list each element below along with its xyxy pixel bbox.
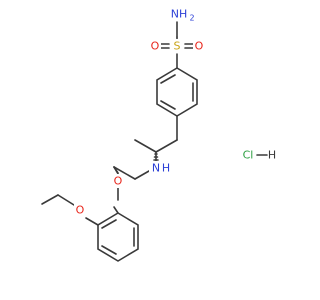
amine-nitrogen-label: N H xyxy=(149,161,170,175)
ethoxy-oxygen-label: O xyxy=(74,203,86,217)
atom-o1-text: O xyxy=(114,175,123,188)
atom-h-text: H xyxy=(268,149,276,162)
atom-o2-text: O xyxy=(76,204,85,217)
atom-o-right-text: O xyxy=(195,40,204,53)
bond-ch-methyl xyxy=(134,139,157,153)
ring-bottom-double-2 xyxy=(101,219,117,229)
bond-lines xyxy=(41,36,198,262)
atom-o-left-text: O xyxy=(151,40,160,53)
sulfonamide-nitrogen-label: NH 2 xyxy=(170,7,195,23)
bond-ch2-ch3 xyxy=(41,194,59,205)
atom-n-h-text: H xyxy=(162,162,170,175)
bond-ring-o2 xyxy=(85,217,99,226)
ring-top-double-1 xyxy=(160,74,176,84)
atom-nh-text: NH xyxy=(171,8,188,21)
sulfur-label: S xyxy=(171,39,183,53)
atom-labels: NH 2 S O O N H O xyxy=(74,7,276,217)
bond-n-ch2 xyxy=(134,170,150,180)
ether-oxygen-label: O xyxy=(112,174,124,188)
atom-cl-text: Cl xyxy=(243,149,254,162)
hydrochloride-label: Cl H xyxy=(243,149,277,162)
bond-o2-ch2 xyxy=(57,194,75,206)
atom-s-text: S xyxy=(174,40,181,53)
ring-top-double-3 xyxy=(160,100,176,110)
benzene-ring-bottom xyxy=(97,212,139,262)
bond-o-ring xyxy=(113,206,119,214)
atom-nh-subscript: 2 xyxy=(189,14,194,23)
benzene-ring-top xyxy=(156,67,198,117)
chemical-structure: NH 2 S O O N H O xyxy=(41,7,276,262)
atom-n-text: N xyxy=(152,162,160,175)
oxygen-left-label: O xyxy=(149,39,161,53)
bond-ch2-ch2 xyxy=(113,166,136,180)
ring-bottom-double-3 xyxy=(101,245,117,255)
bond-ch2-ch xyxy=(155,139,178,153)
oxygen-right-label: O xyxy=(193,39,205,53)
